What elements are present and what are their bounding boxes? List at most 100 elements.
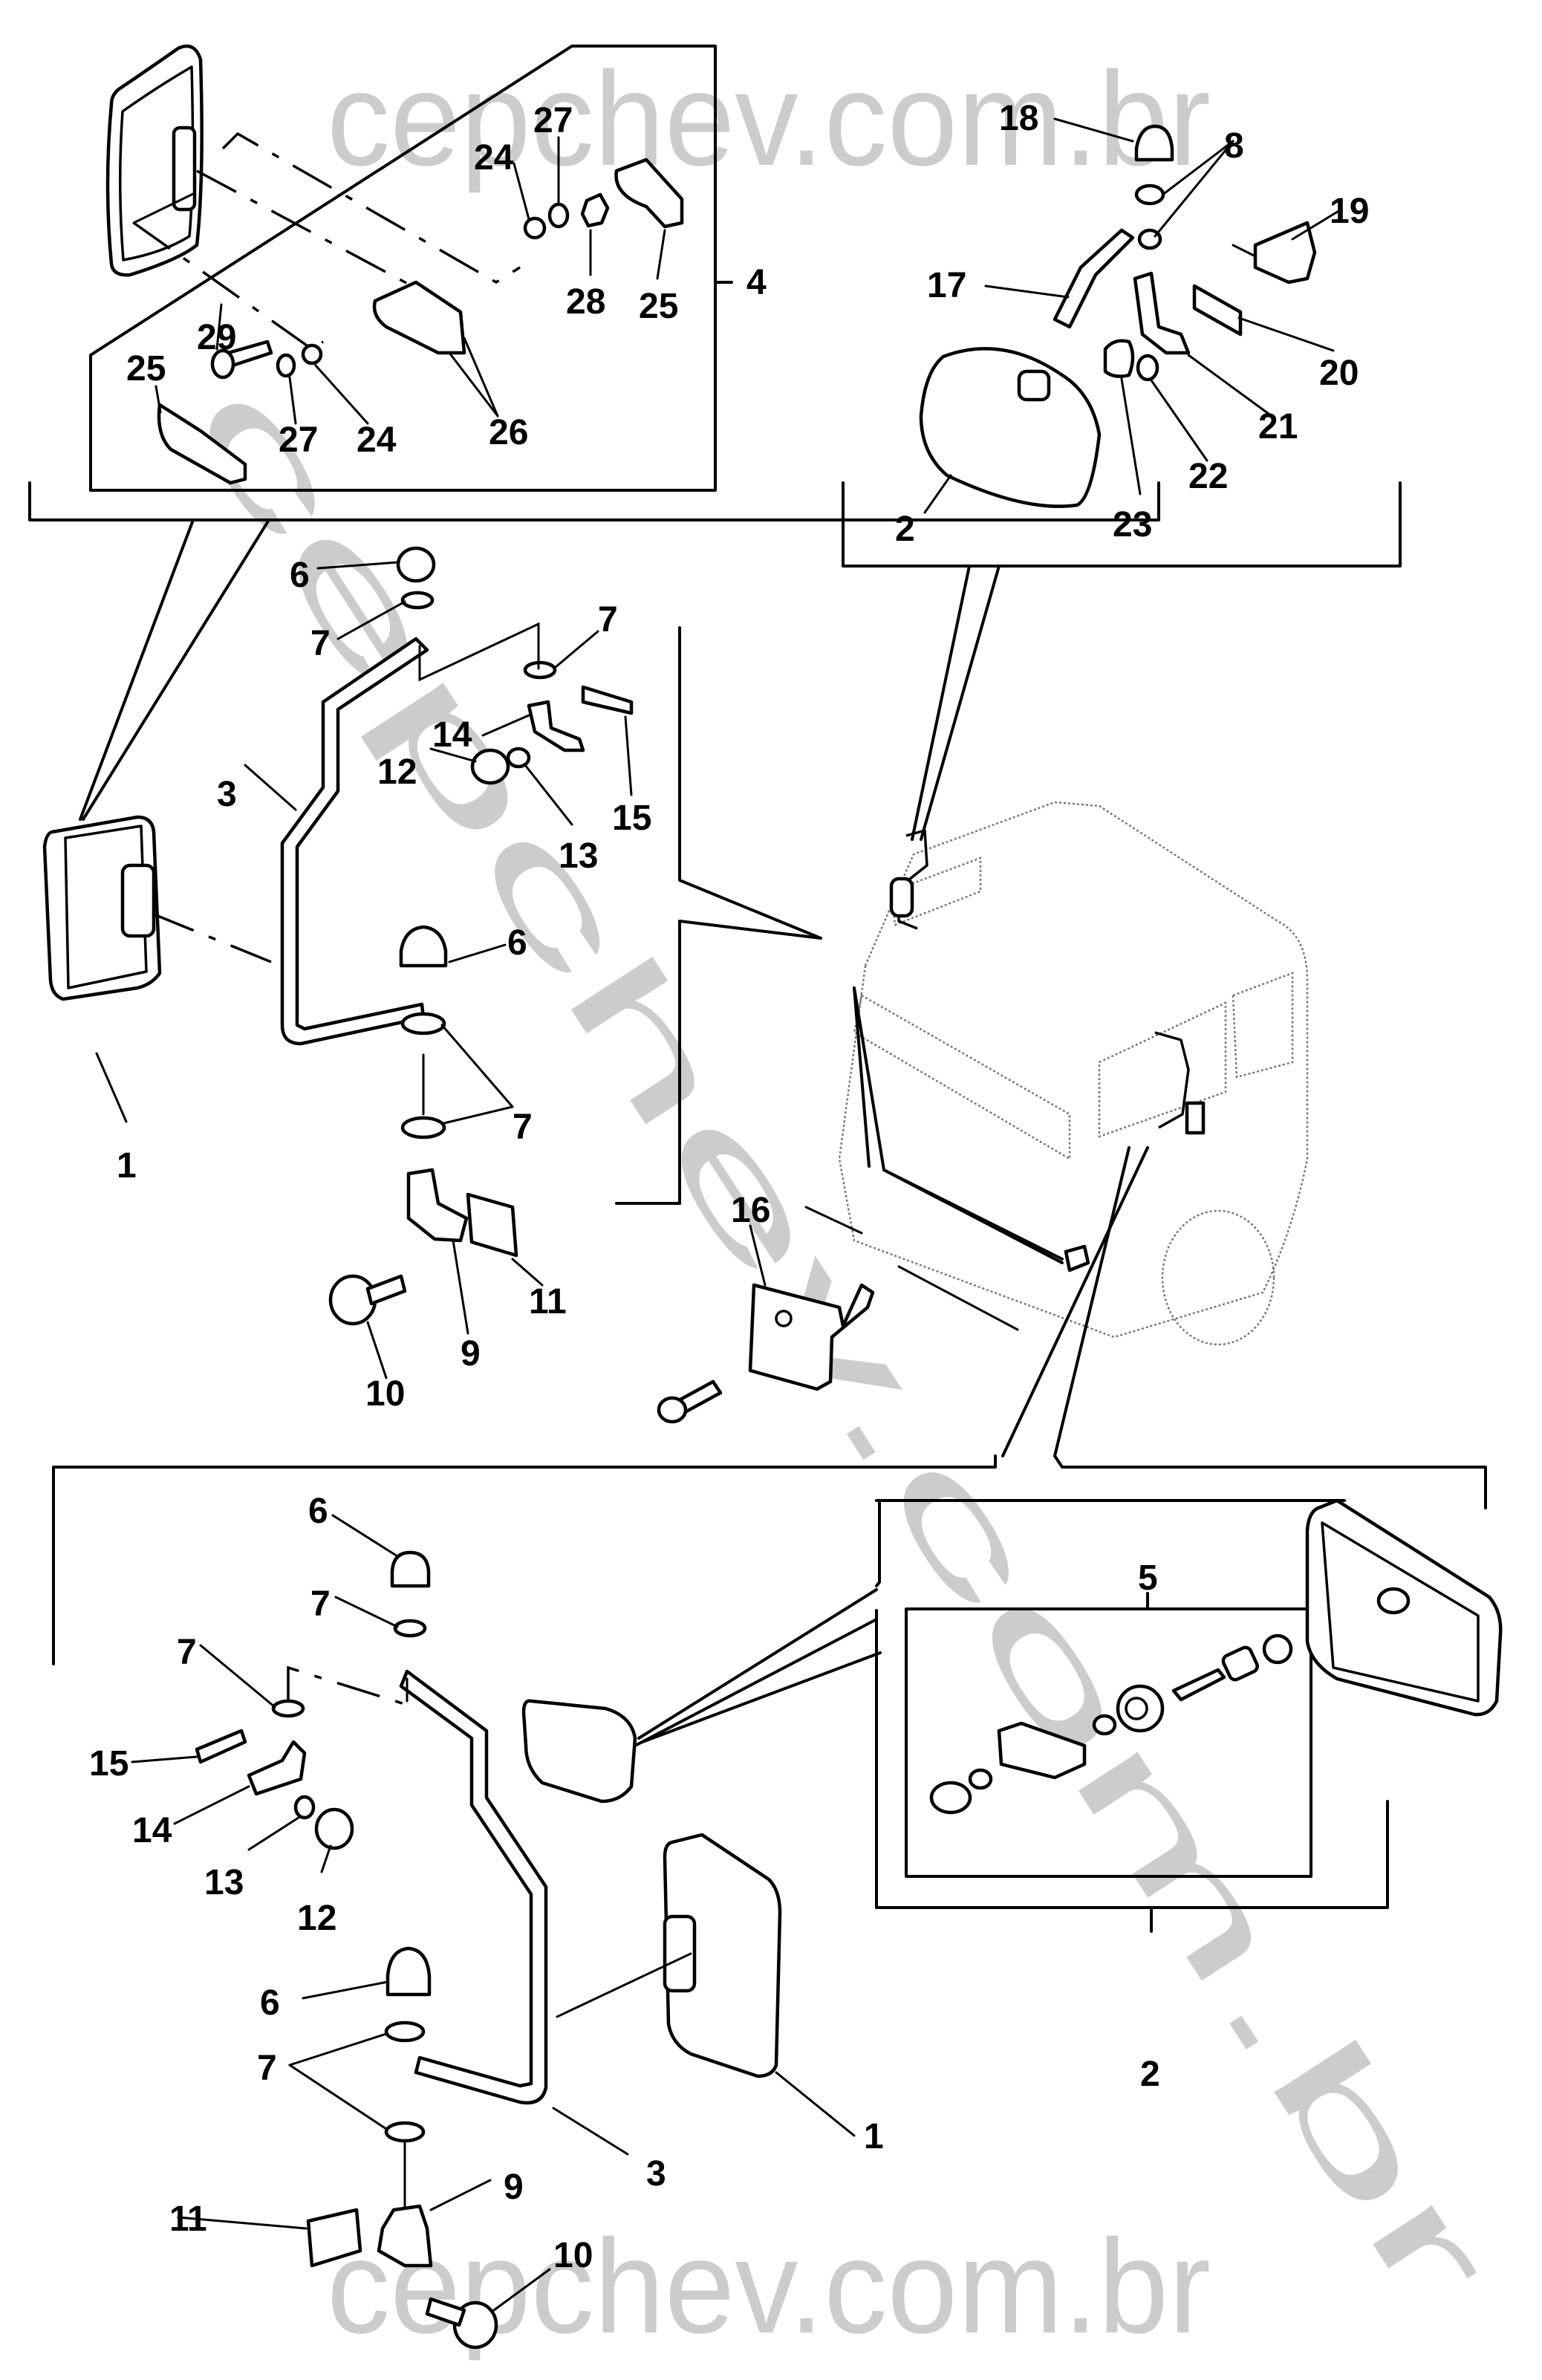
callout-6: 6 bbox=[308, 1492, 328, 1531]
detail-4-frame bbox=[89, 45, 717, 492]
callout-14: 14 bbox=[132, 1811, 172, 1850]
ball-stud-kit-icon bbox=[1171, 1668, 1226, 1702]
washer-7d-icon bbox=[400, 1116, 446, 1139]
detail-top-right-group bbox=[842, 117, 1402, 841]
detail-4-group bbox=[89, 44, 733, 492]
washer-7f-icon bbox=[271, 1699, 305, 1718]
callout-29: 29 bbox=[197, 318, 236, 357]
cab-bracket-front-icon bbox=[897, 829, 928, 930]
washer-22-icon bbox=[1136, 354, 1159, 382]
washer-27b-icon bbox=[276, 353, 296, 378]
plate-11-icon bbox=[466, 1192, 518, 1258]
callout-8: 8 bbox=[1224, 126, 1244, 166]
stud-9b-icon bbox=[377, 2204, 433, 2268]
callout-25: 25 bbox=[639, 287, 678, 326]
washer-7e-icon bbox=[393, 1619, 427, 1638]
callout-10: 10 bbox=[553, 2236, 593, 2275]
callout-7: 7 bbox=[310, 1584, 331, 1624]
callout-27: 27 bbox=[279, 420, 318, 460]
washer-7a-icon bbox=[400, 591, 435, 610]
cap-nut-12-icon bbox=[470, 748, 510, 785]
callout-22: 22 bbox=[1188, 457, 1228, 496]
cap-nut-12b-icon bbox=[314, 1807, 354, 1850]
callout-6: 6 bbox=[507, 923, 527, 963]
callout-6: 6 bbox=[290, 556, 310, 595]
washer-13b-icon bbox=[293, 1795, 316, 1820]
washer-7h-icon bbox=[384, 2121, 426, 2143]
washer-13-icon bbox=[506, 747, 531, 769]
callout-4: 4 bbox=[746, 263, 767, 302]
callout-1: 1 bbox=[864, 2117, 884, 2156]
callout-24: 24 bbox=[357, 420, 397, 460]
callout-19: 19 bbox=[1330, 192, 1369, 231]
mirror-2b-icon bbox=[521, 1699, 637, 1804]
bolt-10-icon bbox=[328, 1274, 377, 1326]
cap-nut-6a-icon bbox=[396, 546, 436, 583]
callout-13: 13 bbox=[559, 836, 598, 876]
arm-3b-icon bbox=[399, 1669, 548, 2105]
washer-7g-icon bbox=[384, 2020, 426, 2043]
cap-nut-6d-icon bbox=[386, 1946, 432, 1997]
cap-nut-kit-icon bbox=[929, 1781, 972, 1815]
plate-20-icon bbox=[1192, 284, 1243, 336]
mirror-head-icon bbox=[105, 44, 204, 277]
callout-27: 27 bbox=[533, 101, 573, 140]
nut-28-icon bbox=[580, 192, 610, 228]
callout-14: 14 bbox=[432, 715, 472, 755]
callout-5: 5 bbox=[1138, 1558, 1158, 1598]
mirror-1-icon bbox=[42, 815, 162, 1001]
callout-3: 3 bbox=[646, 2154, 666, 2194]
callout-7: 7 bbox=[513, 1108, 533, 1147]
cap-nut-6c-icon bbox=[390, 1550, 431, 1588]
callout-2: 2 bbox=[1140, 2055, 1160, 2094]
callout-6: 6 bbox=[260, 1983, 280, 2023]
callout-15: 15 bbox=[612, 799, 651, 838]
detail-5-group bbox=[637, 1498, 1503, 1933]
cap-nut-23-icon bbox=[1103, 339, 1135, 378]
callout-25: 25 bbox=[126, 349, 166, 388]
callout-7: 7 bbox=[177, 1633, 197, 1672]
plate-15-icon bbox=[581, 685, 634, 715]
washer-24b-icon bbox=[301, 343, 323, 365]
callout-16: 16 bbox=[731, 1191, 770, 1230]
callout-7: 7 bbox=[598, 600, 618, 640]
washer-27a-icon bbox=[547, 202, 570, 229]
stud-21-icon bbox=[1133, 271, 1191, 355]
detail-bottom-group bbox=[52, 1454, 1487, 2350]
callout-9: 9 bbox=[461, 1334, 481, 1373]
callout-17: 17 bbox=[927, 266, 966, 305]
washer-8a-icon bbox=[1134, 183, 1165, 206]
bracket-19-icon bbox=[1253, 221, 1317, 285]
detail-left-mirror-group bbox=[28, 481, 1160, 1379]
callout-26: 26 bbox=[489, 413, 528, 452]
callout-15: 15 bbox=[89, 1744, 128, 1784]
plate-15b-icon bbox=[195, 1729, 247, 1764]
cab-group bbox=[657, 801, 1309, 1457]
callout-13: 13 bbox=[204, 1863, 244, 1902]
callout-9: 9 bbox=[504, 2168, 524, 2207]
washer-kit-b-icon bbox=[1092, 1714, 1117, 1736]
callout-12: 12 bbox=[377, 752, 417, 792]
callout-23: 23 bbox=[1113, 505, 1152, 544]
callout-18: 18 bbox=[999, 99, 1038, 138]
callout-21: 21 bbox=[1258, 407, 1298, 446]
watermark-group: cepchev.com.br cepchev.com.br cepchev.co… bbox=[161, 45, 1520, 2361]
watermark-diagonal: cepchev.com.br bbox=[161, 351, 1520, 2332]
watermark-top: cepchev.com.br bbox=[327, 45, 1211, 194]
callout-labels: 24 27 28 25 26 29 25 27 24 4 18 8 19 17 … bbox=[89, 99, 1369, 2275]
plate-11b-icon bbox=[306, 2208, 362, 2268]
mirror-clamp-icon bbox=[172, 126, 197, 212]
callout-10: 10 bbox=[365, 1374, 405, 1414]
callout-2: 2 bbox=[895, 510, 915, 549]
callout-24: 24 bbox=[474, 138, 514, 178]
arm-17-icon bbox=[1053, 228, 1135, 329]
callout-28: 28 bbox=[566, 282, 605, 322]
cap-nut-18-icon bbox=[1134, 124, 1174, 162]
clamp-26-icon bbox=[372, 280, 466, 355]
cap-nut-6b-icon bbox=[399, 925, 448, 968]
callout-7: 7 bbox=[310, 624, 331, 663]
clamp-kit-icon bbox=[997, 1721, 1087, 1780]
washer-7b-icon bbox=[523, 660, 557, 680]
stud-14b-icon bbox=[247, 1740, 307, 1796]
